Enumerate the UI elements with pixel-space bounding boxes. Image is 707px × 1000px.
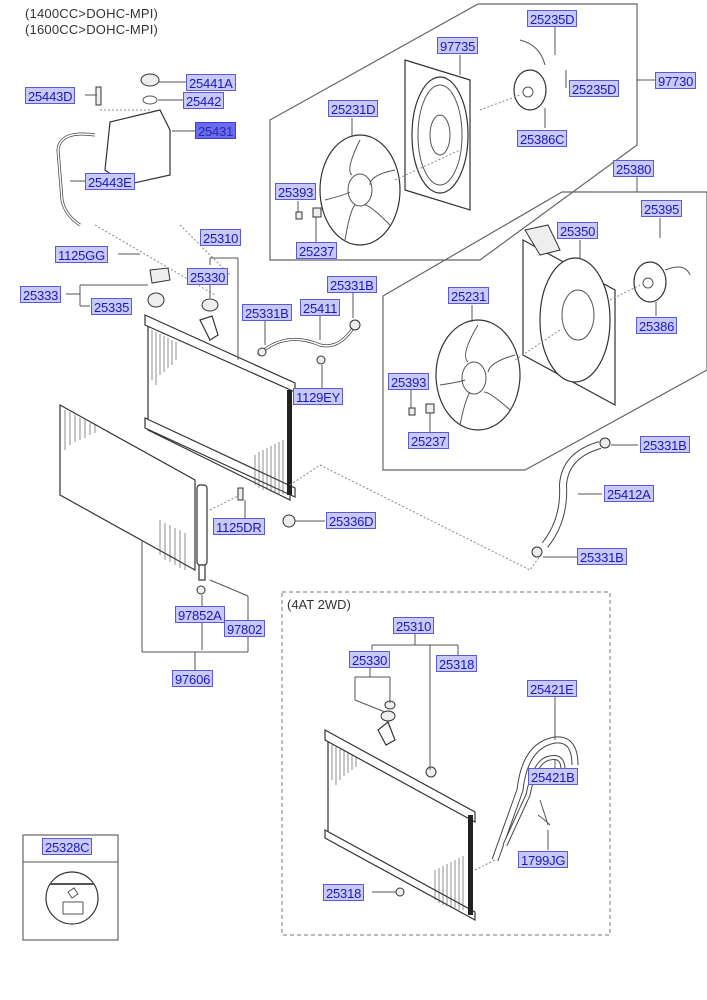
- part-label-25231D[interactable]: 25231D: [328, 100, 379, 117]
- part-label-25395[interactable]: 25395: [641, 200, 683, 217]
- part-label-25237-upper[interactable]: 25237: [296, 242, 338, 259]
- part-label-1129EY[interactable]: 1129EY: [293, 388, 344, 405]
- part-label-25331B-hose-bottom[interactable]: 25331B: [577, 548, 627, 565]
- lower-fan-motor: [633, 261, 691, 303]
- part-label-25411[interactable]: 25411: [300, 299, 341, 316]
- caution-label-box: [22, 834, 119, 941]
- upper-fan-blade: [319, 134, 401, 246]
- part-label-25431[interactable]: 25431: [195, 122, 237, 139]
- lower-hose: [531, 437, 611, 558]
- part-label-25328C[interactable]: 25328C: [42, 838, 93, 855]
- part-label-1125GG[interactable]: 1125GG: [55, 246, 108, 263]
- inset-label-25421B[interactable]: 25421B: [528, 768, 578, 785]
- inset-label-25318-top[interactable]: 25318: [436, 655, 478, 672]
- part-label-97606[interactable]: 97606: [172, 670, 214, 687]
- upper-fan-frame: [269, 3, 638, 261]
- part-label-25335[interactable]: 25335: [91, 298, 133, 315]
- part-label-25237-lower[interactable]: 25237: [408, 432, 450, 449]
- part-label-25441A[interactable]: 25441A: [186, 74, 236, 91]
- inset-label-25421E[interactable]: 25421E: [527, 680, 577, 697]
- part-label-97802[interactable]: 97802: [224, 620, 266, 637]
- inset-label-25310[interactable]: 25310: [393, 617, 435, 634]
- part-label-97852A[interactable]: 97852A: [175, 606, 225, 623]
- part-label-25350[interactable]: 25350: [557, 222, 599, 239]
- part-label-25333[interactable]: 25333: [20, 286, 62, 303]
- part-label-25443E[interactable]: 25443E: [85, 173, 135, 190]
- part-label-25331B-a[interactable]: 25331B: [242, 304, 292, 321]
- part-label-25380[interactable]: 25380: [613, 160, 655, 177]
- inset-hoses: [491, 736, 579, 862]
- part-label-97735[interactable]: 97735: [437, 37, 479, 54]
- inset-label-25318-bottom[interactable]: 25318: [323, 884, 365, 901]
- inset-note-4at-2wd: (4AT 2WD): [287, 597, 351, 612]
- part-label-25386C[interactable]: 25386C: [517, 130, 568, 147]
- part-label-25442[interactable]: 25442: [183, 92, 225, 109]
- part-label-25443D[interactable]: 25443D: [25, 87, 76, 104]
- part-label-25393-upper[interactable]: 25393: [275, 183, 317, 200]
- lower-fan-blade: [435, 319, 521, 431]
- lower-fan-shroud: [522, 224, 616, 407]
- part-label-25336D[interactable]: 25336D: [326, 512, 377, 529]
- part-label-25235D-side[interactable]: 25235D: [569, 80, 620, 97]
- part-label-25331B-b[interactable]: 25331B: [327, 276, 377, 293]
- inset-radiator: [324, 700, 476, 922]
- engine-spec-line-2: (1600CC>DOHC-MPI): [25, 22, 159, 37]
- upper-fan-motor: [513, 39, 547, 111]
- condenser: [59, 403, 244, 595]
- inset-label-25330[interactable]: 25330: [349, 651, 391, 668]
- part-label-25235D-top[interactable]: 25235D: [527, 10, 578, 27]
- engine-spec-line-1: (1400CC>DOHC-MPI): [25, 6, 159, 21]
- coolant-reservoir: [56, 73, 171, 227]
- inset-label-1799JG[interactable]: 1799JG: [518, 851, 569, 868]
- part-label-25331B-hose-top[interactable]: 25331B: [640, 436, 690, 453]
- main-radiator: [144, 267, 361, 528]
- part-label-25412A[interactable]: 25412A: [604, 485, 654, 502]
- inset-4at-frame: [281, 591, 611, 936]
- part-label-1125DR[interactable]: 1125DR: [213, 518, 265, 535]
- part-label-97730[interactable]: 97730: [655, 72, 697, 89]
- part-label-25386[interactable]: 25386: [636, 317, 678, 334]
- part-label-25231[interactable]: 25231: [448, 287, 490, 304]
- part-label-25310[interactable]: 25310: [200, 229, 242, 246]
- part-label-25393-lower[interactable]: 25393: [388, 373, 430, 390]
- upper-fan-shroud: [404, 59, 471, 211]
- part-label-25330[interactable]: 25330: [187, 268, 229, 285]
- lower-fan-frame: [382, 191, 707, 471]
